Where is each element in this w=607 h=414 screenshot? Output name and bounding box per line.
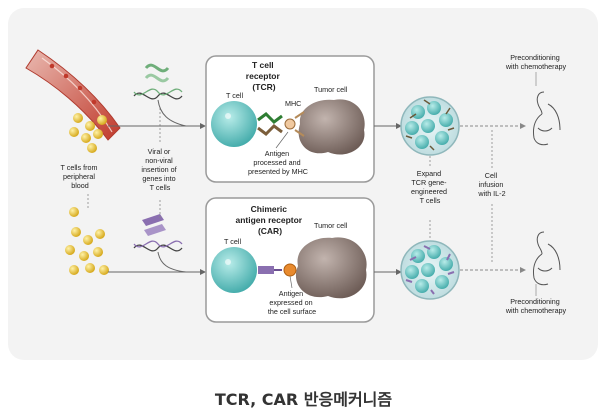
figure-caption: TCR, CAR 반응메커니즘 [214,390,393,409]
dna-car-icon [133,214,183,252]
patient-top-icon [533,91,561,146]
insertion-label: Viral or non-viral insertion of genes in… [141,147,178,192]
car-t-cell [211,247,257,293]
patient-bottom-icon [533,231,561,286]
car-title: Chimeric antigen receptor (CAR) [236,204,305,236]
tcr-car-diagram: T cells from peripheral blood Viral or n [25,49,567,323]
preconditioning-top-label: Preconditioning with chemotherapy [505,53,567,71]
car-t-cell-label: T cell [224,237,241,246]
dna-tcr-icon [133,63,183,100]
mhc-label: MHC [285,99,301,108]
diagram-frame: T cells from peripheral blood Viral or n [8,8,598,360]
tcr-tumor-cell-label: Tumor cell [314,85,348,94]
t-cell-dots-top [69,113,107,153]
infusion-label: Cell infusion with IL-2 [477,171,505,198]
peripheral-blood-label: T cells from peripheral blood [60,163,99,190]
car-antigen-icon [283,263,297,277]
car-tumor-cell [295,237,367,299]
tcr-t-cell-label: T cell [226,91,243,100]
tcr-t-cell [211,101,257,147]
tcr-title: T cell receptor (TCR) [246,60,282,92]
mhc-icon [284,111,305,137]
car-box: Chimeric antigen receptor (CAR) T cell T… [205,197,375,323]
expand-label: Expand TCR gene- engineered T cells [411,169,449,205]
blood-vessel-icon [25,49,121,141]
tcr-antigen-label: Antigen processed and presented by MHC [248,149,308,176]
expansion-dish-top [400,96,460,156]
t-cell-dots-bottom [65,207,109,275]
tcr-receptor-icon [257,112,283,136]
car-antigen-label: Antigen expressed on the cell surface [268,289,316,316]
car-receptor-icon [258,266,282,274]
car-tumor-cell-label: Tumor cell [314,221,348,230]
tcr-box: T cell receptor (TCR) T cell MHC Tumor c… [205,55,375,183]
preconditioning-bottom-label: Preconditioning with chemotherapy [505,297,567,315]
tcr-tumor-cell [298,99,365,155]
expansion-dish-bottom [400,240,460,300]
